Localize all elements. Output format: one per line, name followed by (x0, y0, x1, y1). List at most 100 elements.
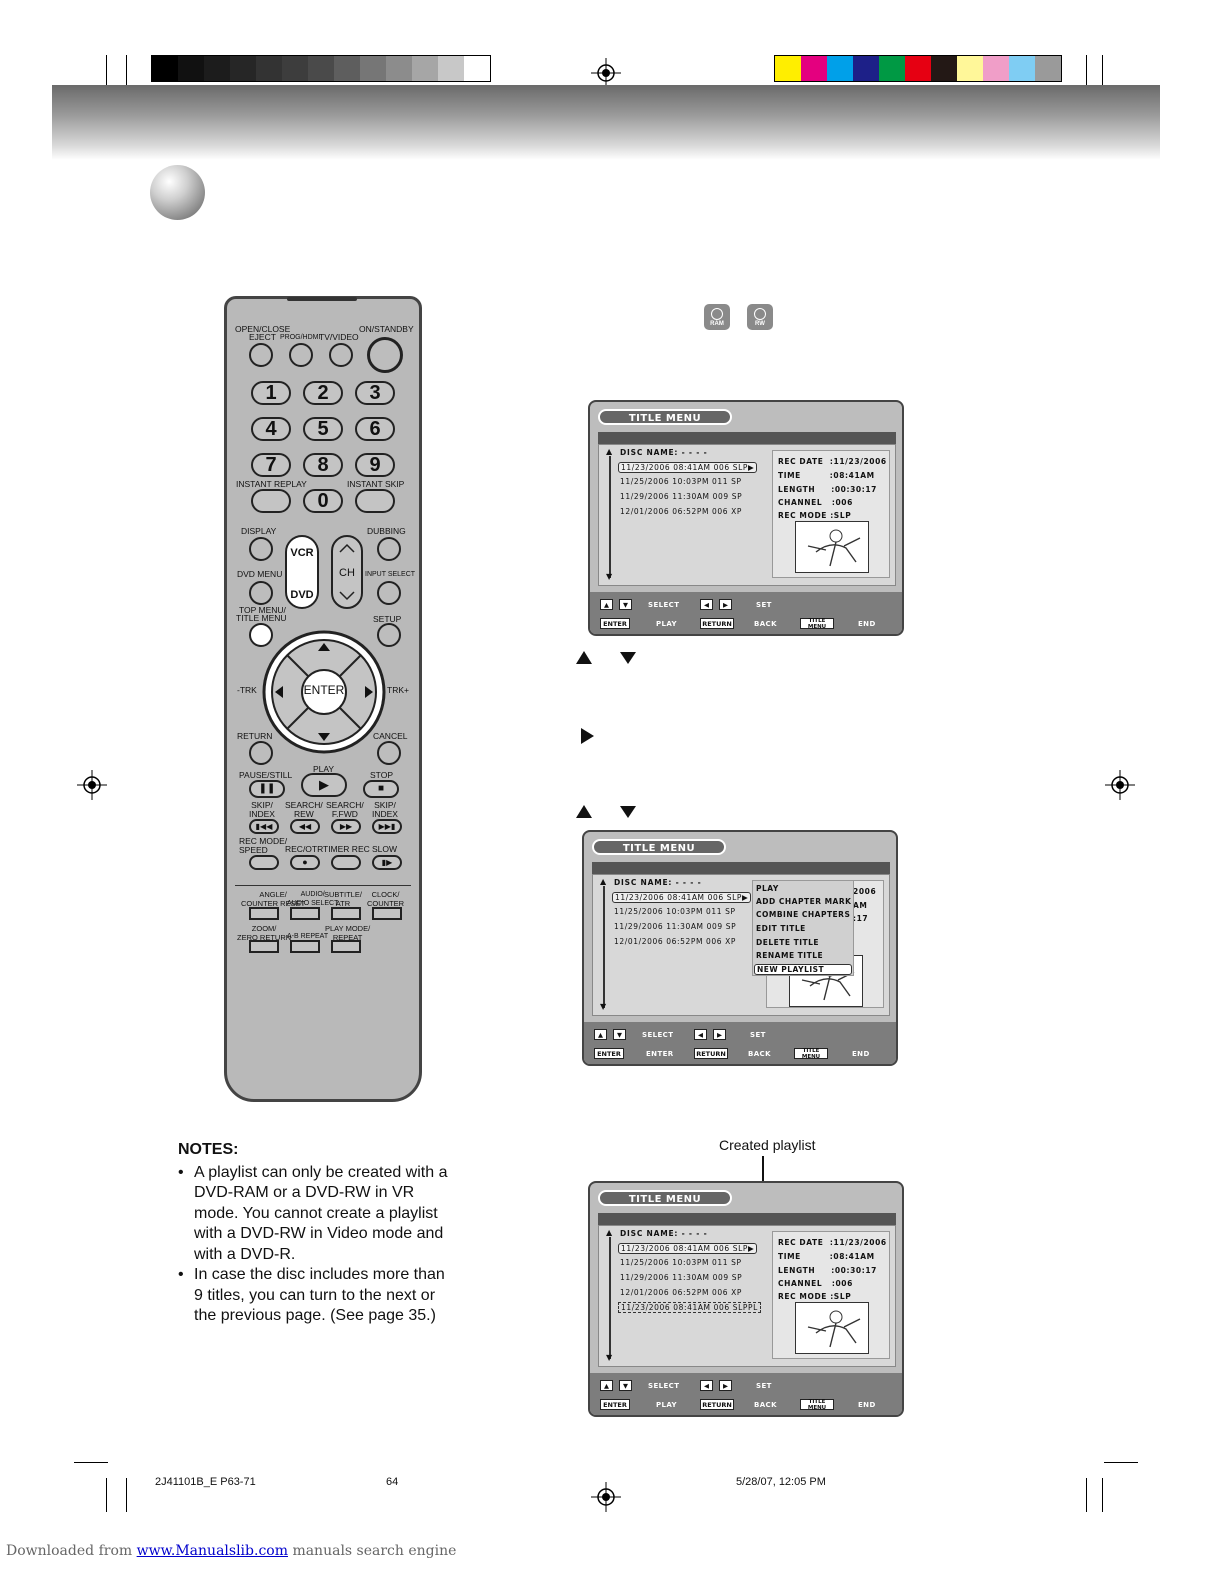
registration-mark-icon (1105, 770, 1135, 800)
stop-label: STOP (370, 770, 393, 780)
section-ball-icon (150, 165, 205, 220)
pause-still-label: PAUSE/STILL (239, 770, 293, 780)
title-row-selected[interactable]: 11/23/2006 08:41AM 006 SLP▶ (612, 892, 752, 903)
vcr-label[interactable]: VCR (290, 547, 314, 559)
menu-item-delete-title[interactable]: DELETE TITLE (756, 938, 820, 947)
chevron-up-icon[interactable] (339, 543, 355, 553)
digit-3-button[interactable]: 3 (355, 381, 395, 405)
new-playlist-row[interactable]: 11/23/2006 08:41AM 006 SLPPL (618, 1302, 761, 1313)
up-key-icon: ▲ (594, 1029, 607, 1040)
digit-4-button[interactable]: 4 (251, 417, 291, 441)
play-button[interactable]: ▶ (301, 773, 347, 797)
skip-next-button[interactable]: ▶▶▮ (372, 819, 402, 834)
tv-video-button[interactable] (329, 343, 353, 367)
title-row-selected[interactable]: 11/23/2006 08:41AM 006 SLP▶ (618, 462, 758, 473)
menu-item-combine-chapters[interactable]: COMBINE CHAPTERS (756, 910, 851, 919)
dvd-menu-button[interactable] (249, 581, 273, 605)
rewind-icon: ◀◀ (298, 822, 312, 831)
screen-title: TITLE MENU (592, 839, 726, 855)
manualslib-link[interactable]: www.Manualslib.com (136, 1543, 288, 1559)
crop-mark (106, 55, 107, 89)
title-row[interactable]: 11/29/2006 11:30AM 009 SP (620, 1273, 743, 1282)
slow-button[interactable]: ▮▶ (372, 855, 402, 870)
digit-2-button[interactable]: 2 (303, 381, 343, 405)
title-row-selected[interactable]: 11/23/2006 08:41AM 006 SLP▶ (618, 1243, 758, 1254)
display-button[interactable] (249, 537, 273, 561)
digit-5-button[interactable]: 5 (303, 417, 343, 441)
menu-item-play[interactable]: PLAY (756, 884, 779, 893)
menu-item-rename-title[interactable]: RENAME TITLE (756, 951, 824, 960)
menu-item-edit-title[interactable]: EDIT TITLE (756, 924, 806, 933)
title-row[interactable]: 11/29/2006 11:30AM 009 SP (614, 922, 737, 931)
dubbing-label: DUBBING (367, 526, 406, 536)
calibration-swatch (256, 56, 282, 81)
timer-rec-button[interactable] (331, 855, 361, 870)
instant-replay-button[interactable] (251, 489, 291, 513)
left-key-icon: ◀ (700, 1380, 713, 1391)
digit-8-button[interactable]: 8 (303, 453, 343, 477)
calibration-swatch (360, 56, 386, 81)
title-menu-button[interactable] (249, 623, 273, 647)
return-button[interactable] (249, 741, 273, 765)
instant-replay-label: INSTANT REPLAY (236, 479, 307, 489)
enter-button[interactable]: ENTER (303, 683, 345, 697)
title-info-panel: REC DATE :11/23/2006 TIME :08:41AM LENGT… (772, 450, 890, 578)
subtitle-button[interactable] (331, 907, 361, 920)
rec-mode-button[interactable] (249, 855, 279, 870)
skip-prev-button[interactable]: ▮◀◀ (249, 819, 279, 834)
prog-hdmi-button[interactable] (289, 343, 313, 367)
title-row[interactable]: 11/25/2006 10:03PM 011 SP (620, 1258, 742, 1267)
digit-0-button[interactable]: 0 (303, 489, 343, 513)
eject-button[interactable] (249, 343, 273, 367)
title-row[interactable]: 12/01/2006 06:52PM 006 XP (614, 937, 736, 946)
channel-rocker[interactable]: CH (331, 535, 363, 609)
setup-button[interactable] (377, 623, 401, 647)
angle-button[interactable] (249, 907, 279, 920)
stop-button[interactable]: ■ (363, 780, 399, 798)
set-hint: SET (756, 601, 772, 609)
power-button[interactable] (367, 337, 403, 373)
ab-repeat-button[interactable] (290, 940, 320, 953)
title-row[interactable]: 11/29/2006 11:30AM 009 SP (620, 492, 743, 501)
title-menu-screen-2: TITLE MENU ▲ ▼ DISC NAME: - - - - 11/23/… (582, 830, 898, 1066)
rewind-button[interactable]: ◀◀ (290, 819, 320, 834)
title-row[interactable]: 12/01/2006 06:52PM 006 XP (620, 1288, 742, 1297)
ch-label: CH (339, 567, 355, 579)
navigation-pad[interactable] (261, 629, 387, 755)
clock-label: CLOCK/ COUNTER (367, 890, 405, 908)
remote-control: OPEN/CLOSE EJECT PROG/HDMI TV/VIDEO ON/S… (224, 296, 422, 1102)
dvd-label[interactable]: DVD (290, 589, 314, 601)
menu-item-new-playlist[interactable]: NEW PLAYLIST (754, 964, 852, 975)
digit-1-button[interactable]: 1 (251, 381, 291, 405)
calibration-swatch (801, 56, 827, 81)
instant-skip-button[interactable] (355, 489, 395, 513)
disc-name: DISC NAME: - - - - (620, 1229, 708, 1238)
calibration-swatch (1009, 56, 1035, 81)
play-hint: PLAY (656, 1401, 678, 1409)
dubbing-button[interactable] (377, 537, 401, 561)
menu-item-add-chapter-mark[interactable]: ADD CHAPTER MARK (756, 897, 852, 906)
digit-6-button[interactable]: 6 (355, 417, 395, 441)
back-hint: BACK (748, 1050, 771, 1058)
rw-label: RW (755, 321, 765, 327)
title-row[interactable]: 11/25/2006 10:03PM 011 SP (614, 907, 736, 916)
notes-heading: NOTES: (178, 1141, 239, 1158)
audio-button[interactable] (290, 907, 320, 920)
ram-badge: RAM (704, 304, 730, 330)
digit-7-button[interactable]: 7 (251, 453, 291, 477)
thumbnail-image (795, 521, 869, 573)
pause-button[interactable]: ❚❚ (249, 780, 285, 798)
clock-button[interactable] (372, 907, 402, 920)
cancel-button[interactable] (377, 741, 401, 765)
fast-forward-button[interactable]: ▶▶ (331, 819, 361, 834)
rec-otr-button[interactable]: ● (290, 855, 320, 870)
input-select-button[interactable] (377, 581, 401, 605)
zoom-button[interactable] (249, 940, 279, 953)
title-menu-key: TITLE MENU (794, 1048, 828, 1059)
title-row[interactable]: 11/25/2006 10:03PM 011 SP (620, 477, 742, 486)
chevron-down-icon[interactable] (339, 591, 355, 601)
digit-9-button[interactable]: 9 (355, 453, 395, 477)
vcr-dvd-selector[interactable]: VCR DVD (285, 535, 319, 609)
play-mode-button[interactable] (331, 940, 361, 953)
title-row[interactable]: 12/01/2006 06:52PM 006 XP (620, 507, 742, 516)
